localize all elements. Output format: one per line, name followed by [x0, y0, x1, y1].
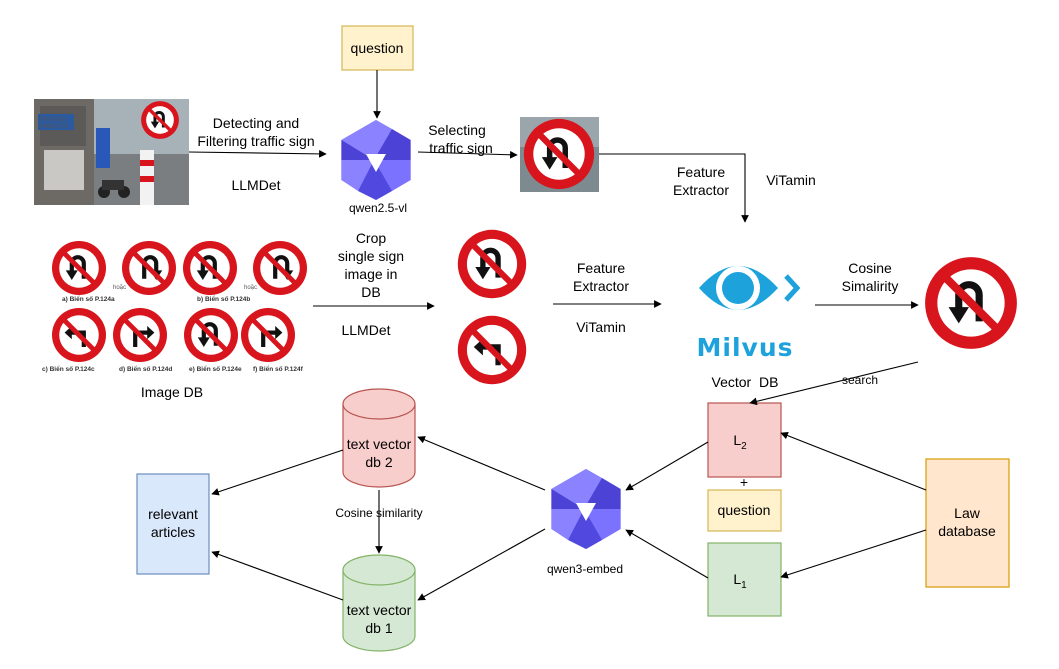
label-feature-top-line2: Extractor	[673, 182, 729, 198]
label-crop-line3: image in	[345, 266, 398, 282]
label-feature-mid-line2: Extractor	[573, 278, 629, 294]
edges	[188, 70, 927, 601]
image-db-grid: hoặc hoặc a) Biển số P.124a b) Biển số P…	[42, 241, 307, 373]
cropped-sign-1	[458, 230, 526, 298]
db1-label-line2: db 1	[365, 620, 392, 636]
label-vector-db: Vector DB	[712, 374, 779, 390]
label-select-line2: traffic sign	[429, 140, 493, 156]
edge-search-to-l2	[749, 361, 919, 406]
label-feature-top-line1: Feature	[677, 164, 725, 180]
label-llmdet-mid: LLMDet	[341, 322, 390, 338]
image-db-caption-e: e) Biển số P.124e	[189, 365, 242, 373]
question-label-mid: question	[718, 502, 771, 518]
text-vector-db2	[342, 388, 416, 488]
edge-selected-to-milvus	[599, 153, 749, 223]
db2-label-line1: text vector	[347, 436, 412, 452]
result-sign	[925, 257, 1017, 349]
edge-law-to-l1	[780, 529, 927, 579]
label-vitamin-mid: ViTamin	[576, 319, 626, 335]
edge-db1-to-articles	[211, 550, 344, 601]
edge-db2-to-articles	[211, 449, 344, 496]
question-box-mid	[707, 489, 782, 532]
image-db-caption-d: d) Biển số P.124d	[119, 365, 172, 373]
label-cosine-line1: Cosine	[848, 260, 892, 276]
text-vector-db1	[342, 554, 416, 652]
edge-l1-to-qwen-embed	[625, 529, 709, 579]
relevant-articles-line2: articles	[151, 524, 195, 540]
label-llmdet-top: LLMDet	[231, 177, 280, 193]
image-db-caption-hoac1: hoặc	[113, 285, 126, 291]
law-database-line2: database	[938, 523, 996, 539]
label-crop-line4: DB	[361, 284, 380, 300]
street-photo: Phố đi bộ 9999 8773	[34, 99, 189, 205]
label-detect-line2: Filtering traffic sign	[197, 133, 314, 149]
label-feature-mid-line1: Feature	[577, 260, 625, 276]
selected-sign-photo	[520, 117, 599, 192]
plus-sign: +	[740, 474, 748, 490]
l2-label: L2	[733, 432, 747, 452]
law-database-line1: Law	[954, 505, 981, 521]
image-db-caption-f: f) Biển số P.124f	[253, 365, 304, 373]
label-crop-line1: Crop	[356, 230, 387, 246]
edge-qwen-to-selected	[417, 150, 518, 159]
edge-photo-to-qwen	[188, 150, 327, 158]
photo-shop-sign-line2: 9999 8773	[40, 124, 69, 130]
relevant-articles-line1: relevant	[148, 506, 198, 522]
question-label-top: question	[351, 40, 404, 56]
label-search: search	[842, 373, 878, 387]
edge-law-to-l2	[780, 431, 927, 491]
label-image-db: Image DB	[141, 384, 203, 400]
label-select-line1: Selecting	[428, 122, 486, 138]
edge-qwen-embed-to-db2	[417, 436, 546, 491]
question-box-top	[341, 25, 414, 71]
image-db-caption-hoac2: hoặc	[244, 285, 257, 291]
label-qwen-vl: qwen2.5-vl	[349, 201, 407, 215]
label-crop-line2: single sign	[338, 248, 404, 264]
l1-box	[707, 542, 782, 617]
qwen-vl-logo	[341, 120, 411, 200]
label-cosine-line2: Simalirity	[842, 278, 899, 294]
image-db-caption-a: a) Biển số P.124a	[62, 295, 115, 303]
label-detect-line1: Detecting and	[213, 115, 299, 131]
l1-label: L1	[733, 571, 747, 591]
edge-qwen-embed-to-db1	[417, 528, 546, 601]
milvus-wordmark: Milvus	[697, 333, 794, 362]
edge-l2-to-qwen-embed	[625, 441, 709, 491]
relevant-articles-box	[136, 473, 210, 575]
label-qwen-embed: qwen3-embed	[547, 562, 623, 576]
image-db-caption-b: b) Biển số P.124b	[197, 295, 250, 303]
l2-box	[707, 402, 782, 478]
db2-label-line2: db 2	[365, 454, 392, 470]
milvus-logo: Milvus	[697, 266, 801, 362]
photo-shop-sign-line1: Phố đi bộ	[40, 117, 66, 123]
label-vitamin-top: ViTamin	[766, 172, 816, 188]
image-db-caption-c: c) Biển số P.124c	[42, 365, 95, 373]
qwen-embed-logo	[551, 469, 621, 549]
law-database-box	[925, 458, 1010, 588]
cropped-sign-2	[458, 316, 526, 384]
db1-label-line1: text vector	[347, 602, 412, 618]
